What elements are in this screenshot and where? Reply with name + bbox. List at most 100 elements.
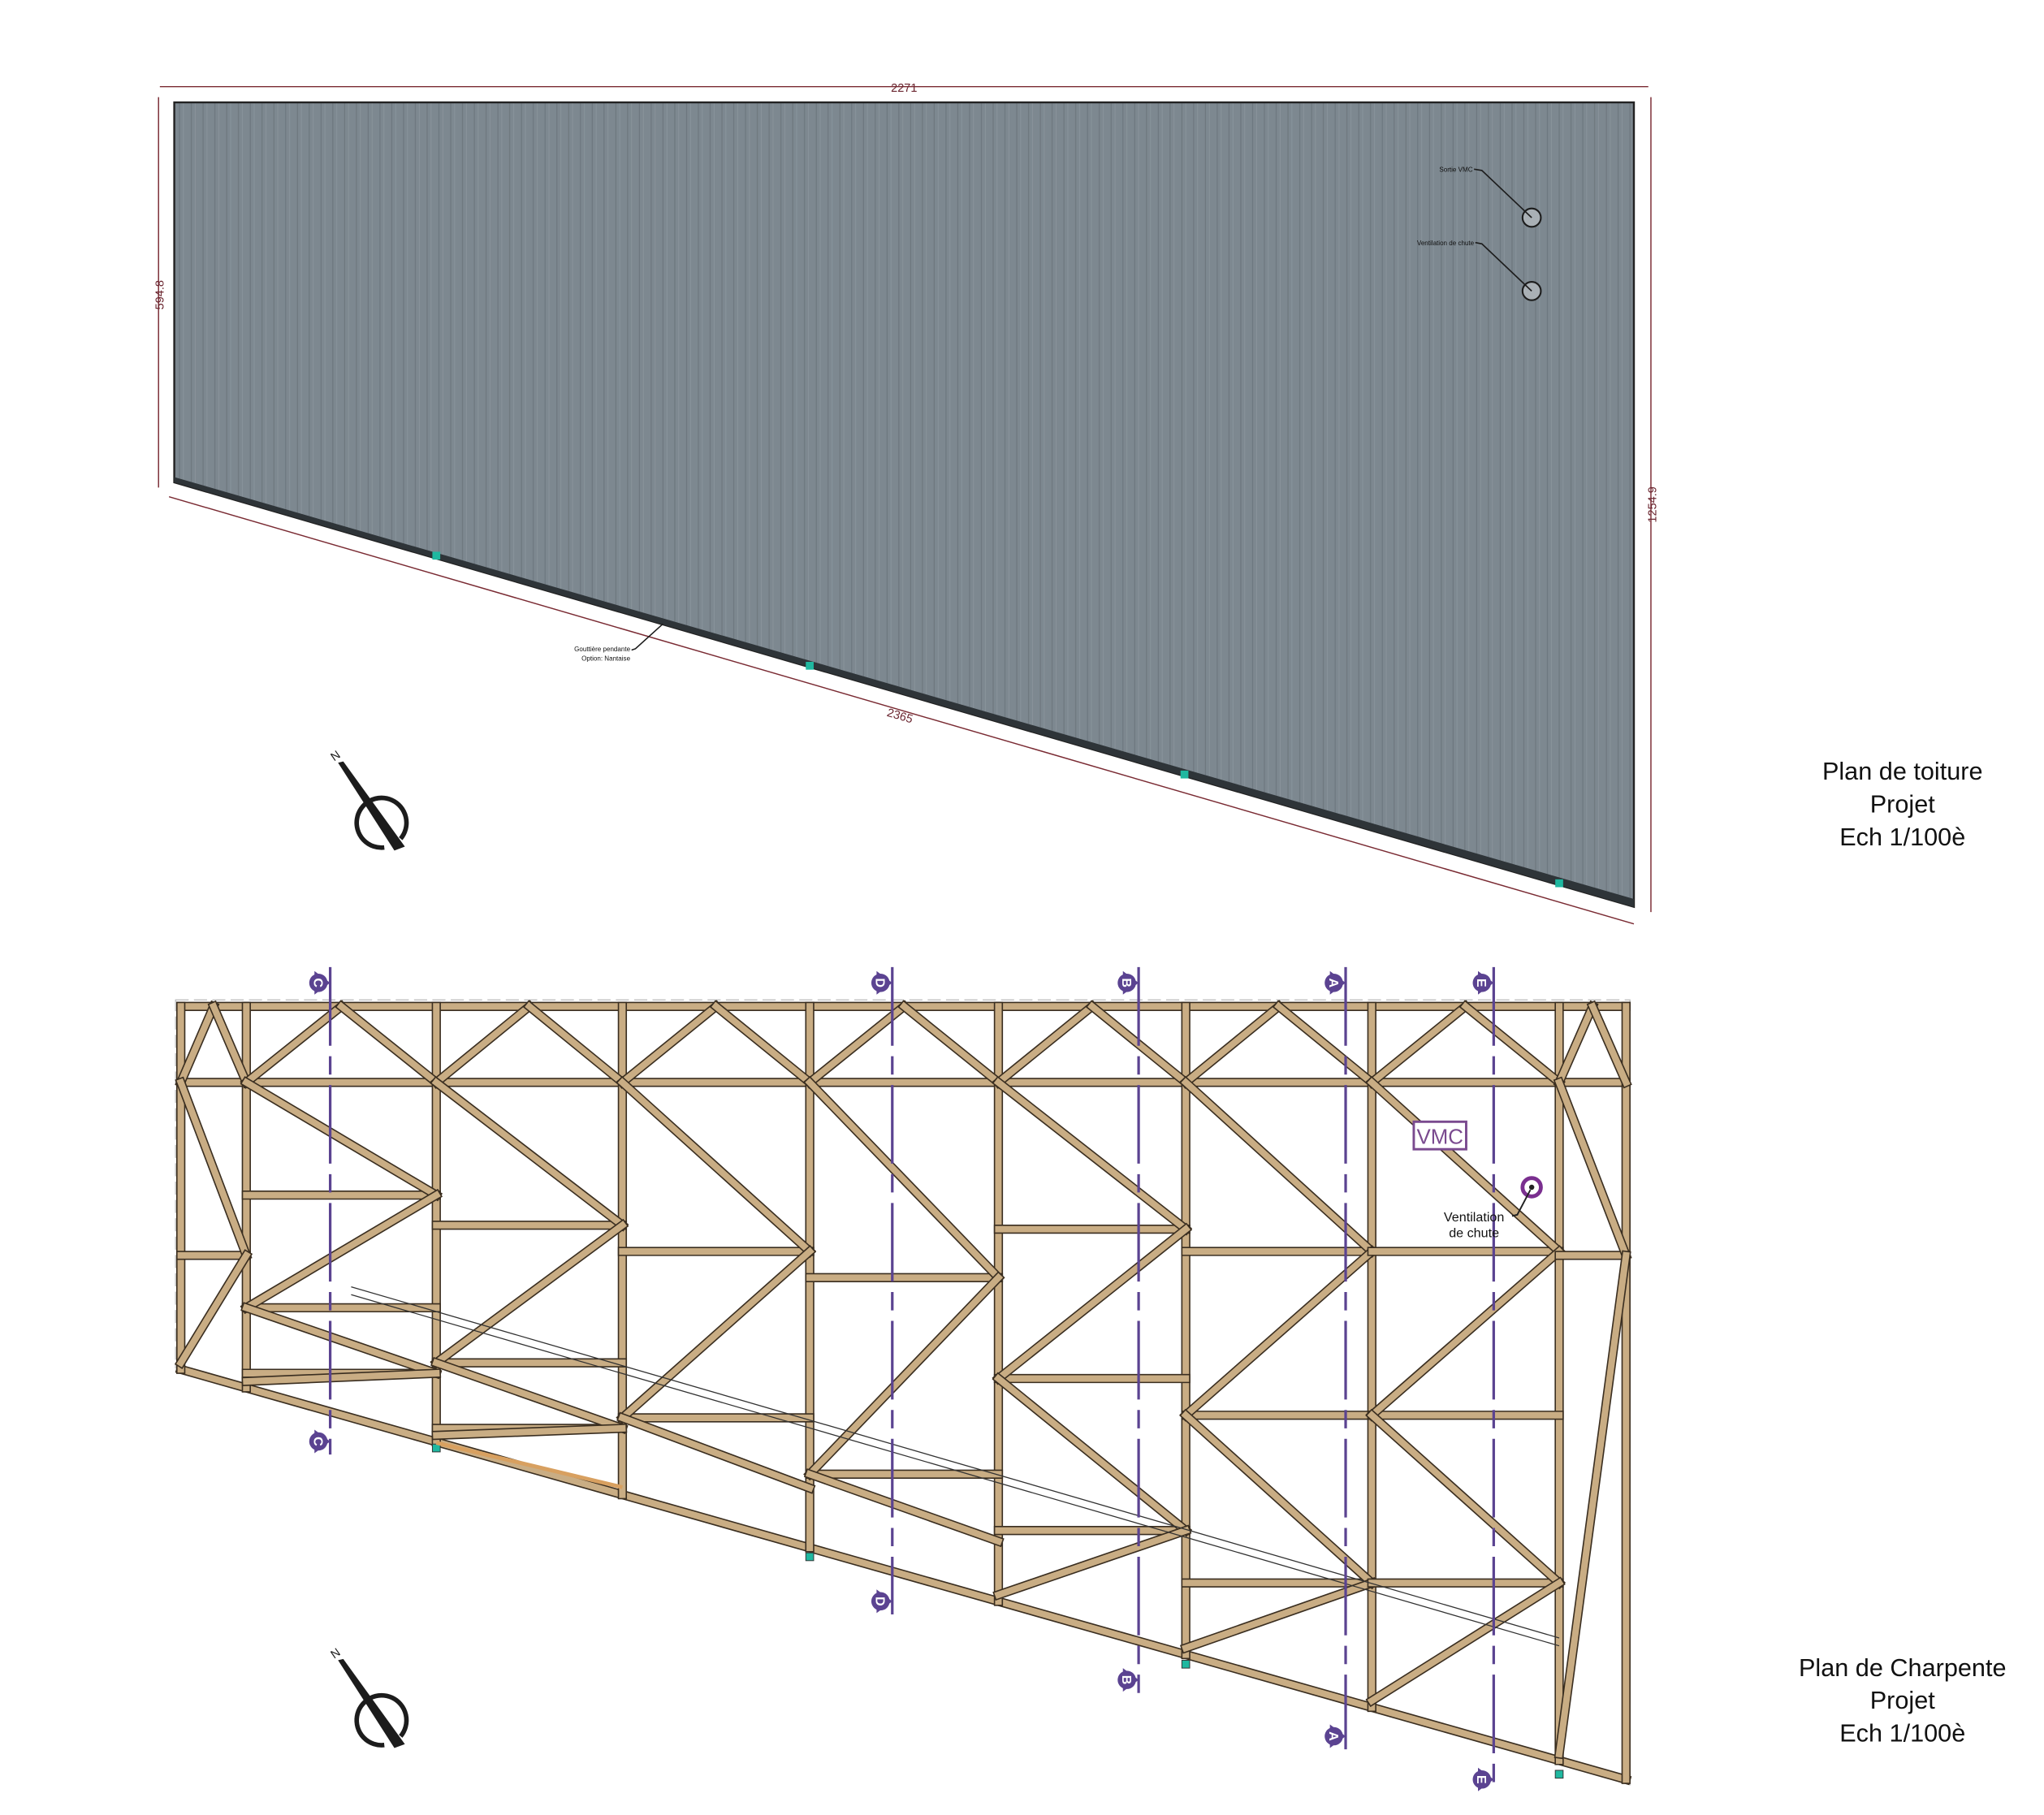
dimension-right: 1254.9 <box>1646 97 1659 913</box>
gutter-option-label: Option: Nantaise <box>581 655 630 662</box>
timber-member <box>994 1526 1191 1600</box>
section-marker-label: A <box>1326 978 1341 987</box>
drain-vent-label: Ventilation <box>1444 1210 1504 1225</box>
section-marker-b[interactable]: B <box>1117 1668 1139 1692</box>
downspout-icon <box>1554 1770 1564 1779</box>
section-marker-label: D <box>873 978 888 987</box>
timber-member <box>209 1002 251 1087</box>
section-lines: C C D D B B A A E E <box>309 966 1495 1793</box>
title-line: Projet <box>1870 791 1936 819</box>
north-arrow-icon: N <box>329 749 409 851</box>
title-line: Ech 1/100è <box>1839 1719 1965 1747</box>
timber-member <box>525 1001 628 1087</box>
title-line: Projet <box>1870 1687 1936 1714</box>
downspouts <box>432 551 1563 888</box>
timber-member <box>431 1221 628 1368</box>
timber-member <box>617 1001 721 1087</box>
gutter <box>174 477 1634 907</box>
north-arrow-icon: N <box>329 1646 409 1748</box>
timber-member <box>431 1078 628 1230</box>
dimension-left-label: 594.8 <box>154 280 167 309</box>
gutter-annotation: Gouttière pendante Option: Nantaise <box>574 623 663 662</box>
section-marker-d[interactable]: D <box>871 970 892 995</box>
section-marker-d[interactable]: D <box>871 1589 892 1614</box>
timber-member <box>176 1078 251 1260</box>
timber-member <box>243 1369 440 1385</box>
north-label: N <box>329 749 344 764</box>
timber-member <box>336 1001 441 1087</box>
section-marker-label: B <box>1119 1675 1134 1685</box>
timber-member <box>711 1001 815 1087</box>
downspout-icon <box>806 661 814 670</box>
timber-member <box>176 1002 218 1087</box>
framing-plan-title: Plan de Charpente Projet Ech 1/100è <box>1799 1654 2007 1748</box>
timber-member <box>242 1303 441 1378</box>
vmc-outlet: Sortie VMC <box>1439 166 1542 228</box>
timber-member <box>1181 1078 1376 1256</box>
section-marker-c[interactable]: C <box>309 970 331 995</box>
timber-member <box>433 1424 626 1439</box>
drain-vent: Ventilation de chute <box>1417 240 1542 301</box>
timber-member <box>993 1001 1097 1087</box>
framing-plan: C C D D B B A A E E VMC Ventilation de chute N Pl… <box>174 966 2007 1793</box>
timber-member <box>176 1251 251 1368</box>
timber-member <box>1367 1001 1471 1087</box>
framing-outline <box>175 999 1631 1786</box>
timber-member <box>241 1191 441 1312</box>
section-marker-e[interactable]: E <box>1472 970 1494 995</box>
dimension-top: 2271 <box>159 82 1649 95</box>
dimension-right-label: 1254.9 <box>1646 486 1659 522</box>
timber-member <box>1274 1001 1376 1087</box>
timber-member <box>241 1001 346 1087</box>
timber-member <box>805 1470 1003 1546</box>
drain-vent-label: de chute <box>1449 1225 1499 1240</box>
dimension-bottom-label: 2365 <box>885 707 914 726</box>
timber-member <box>176 1365 1631 1784</box>
section-marker-label: E <box>1474 1775 1489 1784</box>
timber-member <box>1555 1251 1630 1758</box>
dimension-top-label: 2271 <box>891 82 917 95</box>
vmc-label: VMC <box>1417 1126 1463 1149</box>
downspout-icon <box>805 1552 815 1562</box>
timber-member <box>1182 1579 1376 1653</box>
timber-member <box>1588 1002 1631 1087</box>
section-marker-c[interactable]: C <box>309 1429 331 1454</box>
section-marker-e[interactable]: E <box>1472 1767 1494 1791</box>
timber-member <box>805 1078 1004 1283</box>
drain-vent-label: Ventilation de chute <box>1417 240 1475 247</box>
timber-member <box>1554 1078 1631 1260</box>
dimension-left: 594.8 <box>154 97 167 488</box>
title-line: Plan de Charpente <box>1799 1654 2007 1682</box>
section-marker-b[interactable]: B <box>1117 970 1139 995</box>
title-line: Ech 1/100è <box>1839 823 1965 851</box>
title-line: Plan de toiture <box>1822 758 1983 785</box>
section-marker-label: C <box>310 978 325 987</box>
roof-plan-title: Plan de toiture Projet Ech 1/100è <box>1822 758 1983 851</box>
section-marker-a[interactable]: A <box>1324 1724 1346 1748</box>
section-marker-label: E <box>1474 979 1489 987</box>
timber-member <box>617 1247 815 1423</box>
vmc-box: VMC <box>1412 1120 1467 1151</box>
gutter-label: Gouttière pendante <box>574 646 630 653</box>
timber-member <box>618 1413 815 1493</box>
timber-member <box>431 1001 534 1087</box>
timber-member <box>1367 1411 1564 1588</box>
downspout-icon <box>432 551 441 560</box>
downspout-icon <box>1181 1659 1191 1669</box>
timber-member <box>1367 1247 1564 1420</box>
timber-member <box>993 1373 1191 1536</box>
section-marker-label: A <box>1326 1731 1341 1741</box>
section-marker-label: C <box>310 1437 325 1446</box>
section-marker-a[interactable]: A <box>1324 970 1346 995</box>
north-label: N <box>329 1646 344 1662</box>
timber-member <box>1181 1001 1284 1087</box>
vmc-outlet-label: Sortie VMC <box>1439 166 1472 174</box>
timber-member <box>993 1078 1191 1234</box>
timber-member <box>805 1273 1004 1480</box>
section-marker-label: D <box>873 1597 888 1606</box>
downspout-icon <box>1180 770 1189 779</box>
section-marker-label: B <box>1119 978 1134 987</box>
timber-member <box>1460 1001 1564 1087</box>
timber-member <box>805 1001 909 1087</box>
